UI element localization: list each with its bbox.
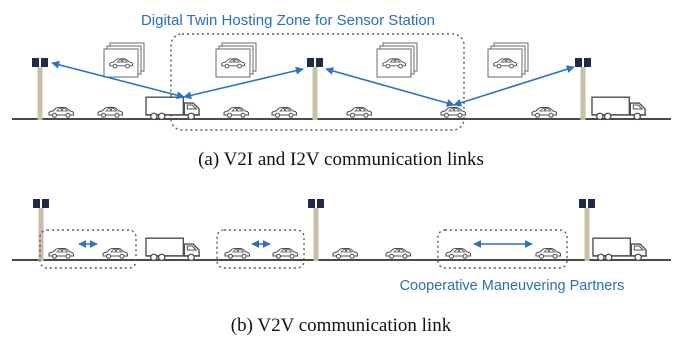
car-icon — [535, 248, 561, 259]
v2i-link-arrow — [325, 67, 455, 107]
digital-twin-card-stack-icon — [377, 43, 417, 77]
panel-a-title: Digital Twin Hosting Zone for Sensor Sta… — [141, 12, 435, 29]
car-icon — [97, 107, 123, 118]
digital-twin-card-stack-icon — [488, 43, 528, 77]
panel-a-caption: (a) V2I and I2V communication links — [198, 149, 484, 170]
digital-twin-card-stack-icon — [104, 43, 144, 77]
panel-b-annotation: Cooperative Maneuvering Partners — [400, 278, 625, 294]
sensor-station-icon — [31, 58, 49, 120]
sensor-station-icon — [307, 199, 325, 261]
car-icon — [440, 107, 466, 118]
car-icon — [102, 248, 128, 259]
sensor-station-icon — [574, 58, 592, 120]
cooperative-maneuvering-zone — [39, 229, 137, 269]
car-icon — [385, 248, 411, 259]
truck-icon — [591, 96, 647, 121]
v2i-link-arrow — [51, 60, 185, 100]
digital-twin-card-stack-icon — [216, 43, 256, 77]
truck-icon — [145, 237, 201, 262]
panel-b-caption: (b) V2V communication link — [231, 315, 452, 336]
car-icon — [224, 248, 250, 259]
car-icon — [445, 248, 471, 259]
car-icon — [346, 107, 372, 118]
panel-a: Digital Twin Hosting Zone for Sensor Sta… — [12, 12, 671, 170]
car-icon — [332, 248, 358, 259]
truck-icon — [592, 237, 648, 262]
car-icon — [271, 107, 297, 118]
car-icon — [272, 248, 298, 259]
car-icon — [48, 248, 74, 259]
truck-icon — [145, 96, 201, 121]
car-icon — [48, 107, 74, 118]
v2i-link-arrow — [183, 66, 304, 100]
cooperative-maneuvering-zone — [216, 229, 305, 269]
car-icon — [531, 107, 557, 118]
panel-b: Cooperative Maneuvering Partners (b) V2V… — [12, 199, 671, 336]
v2i-link-arrow — [453, 65, 575, 107]
sensor-station-icon — [306, 58, 324, 120]
car-icon — [223, 107, 249, 118]
